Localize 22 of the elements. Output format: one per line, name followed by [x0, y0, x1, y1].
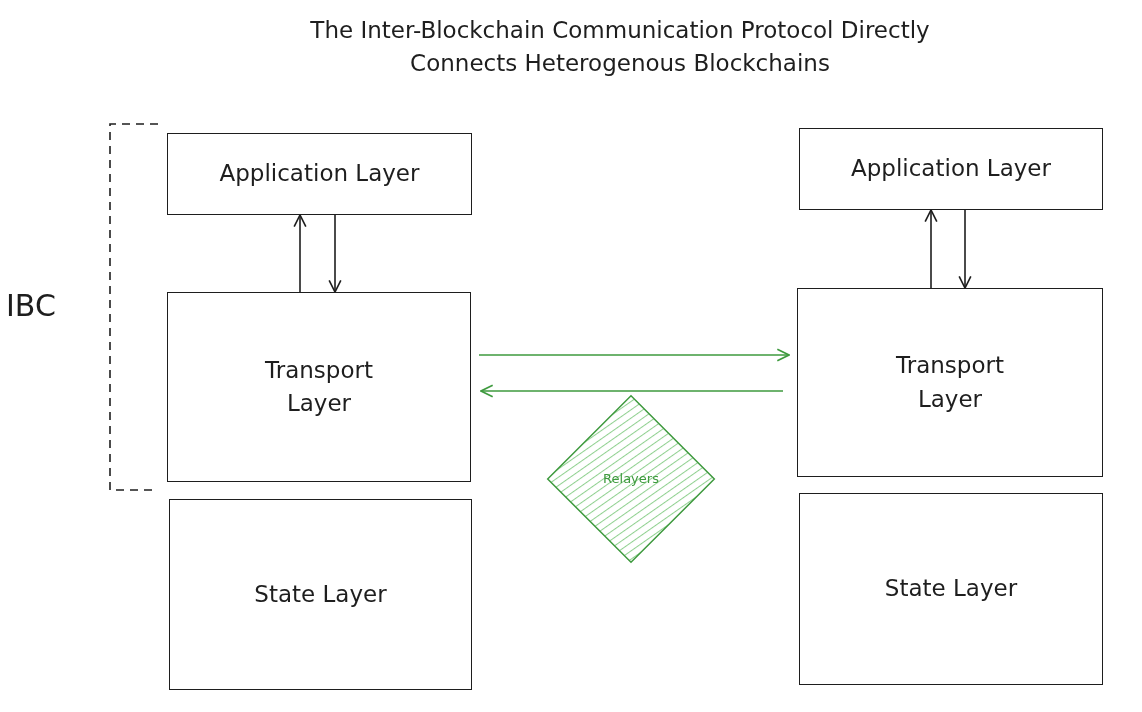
diamond-label: Relayers	[603, 469, 659, 488]
layer-box	[169, 499, 472, 690]
arrow	[293, 214, 307, 293]
layer-box	[167, 292, 471, 482]
layer-label: Transport Layer	[264, 355, 374, 418]
diagram-title: The Inter-Blockchain Communication Protocol Directly Connects Heterogenous Blockchains	[309, 16, 931, 79]
layer-label: Transport Layer	[895, 351, 1005, 414]
layer-box	[167, 133, 472, 215]
arrow	[958, 209, 972, 289]
layer-box	[799, 493, 1103, 685]
arrow	[478, 348, 790, 362]
layer-box	[799, 128, 1103, 210]
arrow	[328, 214, 342, 293]
layer-box	[797, 288, 1103, 477]
arrow	[924, 209, 938, 289]
layer-label: Application Layer	[851, 154, 1051, 184]
layer-label: Application Layer	[219, 159, 420, 189]
layer-label: State Layer	[253, 579, 388, 609]
relayer-diamond	[546, 394, 716, 564]
arrow	[480, 384, 784, 398]
bracket-label: IBC	[6, 288, 56, 323]
layer-label: State Layer	[883, 574, 1019, 604]
